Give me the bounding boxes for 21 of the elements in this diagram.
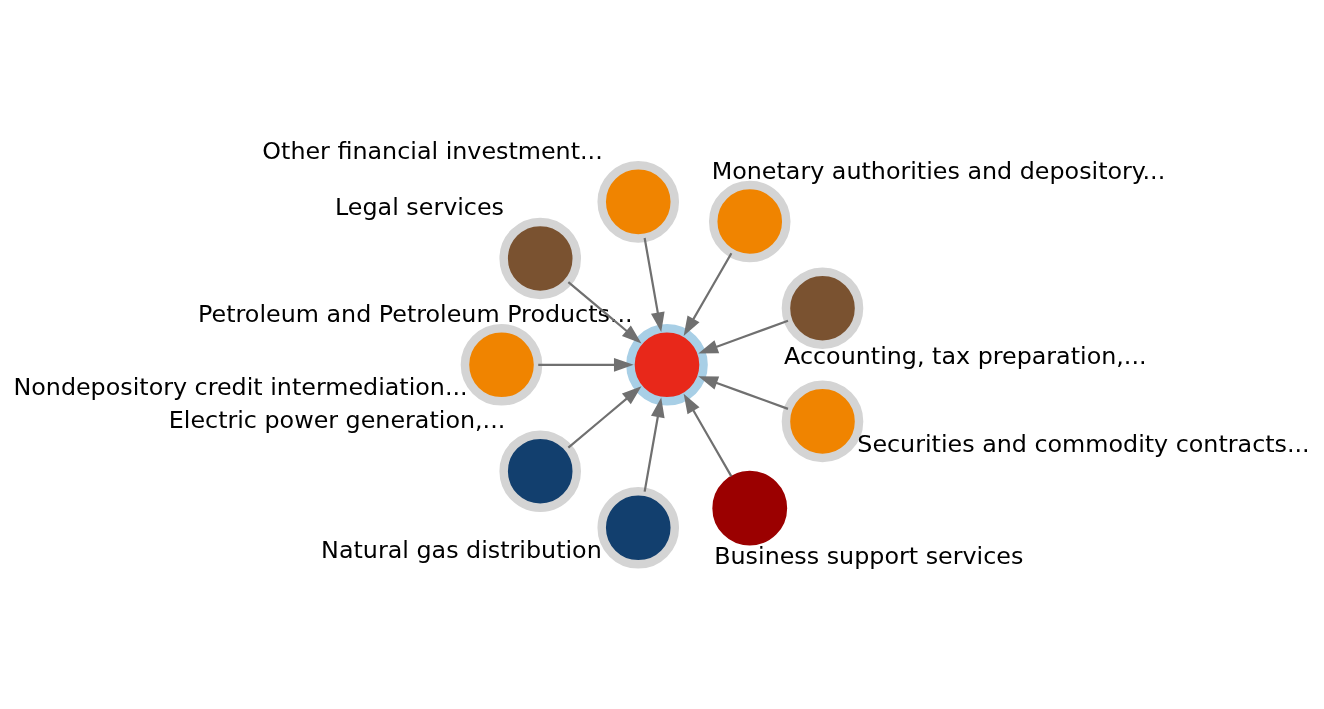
arrow	[567, 385, 642, 448]
node-label: Business support services	[714, 541, 1024, 570]
arrow	[698, 375, 789, 410]
node-label: Electric power generation,...	[168, 405, 506, 434]
arrow	[643, 397, 665, 492]
node-circle	[597, 160, 680, 243]
node-label: Accounting, tax preparation,...	[784, 341, 1147, 370]
arrow	[698, 319, 789, 353]
node-label: Securities and commodity contracts...	[857, 429, 1310, 458]
arrow	[538, 357, 634, 372]
node-label: Legal services	[335, 192, 504, 221]
arrow	[683, 393, 733, 477]
node-label: Nondepository credit intermediation...	[13, 372, 468, 401]
arrow	[683, 252, 733, 336]
node-circle	[626, 323, 708, 406]
arrow	[643, 237, 665, 332]
node-label: Natural gas distribution	[321, 535, 602, 564]
node-circle	[712, 470, 788, 546]
node-label: Monetary authorities and depository...	[711, 156, 1166, 184]
node-circle	[499, 217, 581, 299]
node-label: Other financial investment...	[262, 136, 603, 165]
